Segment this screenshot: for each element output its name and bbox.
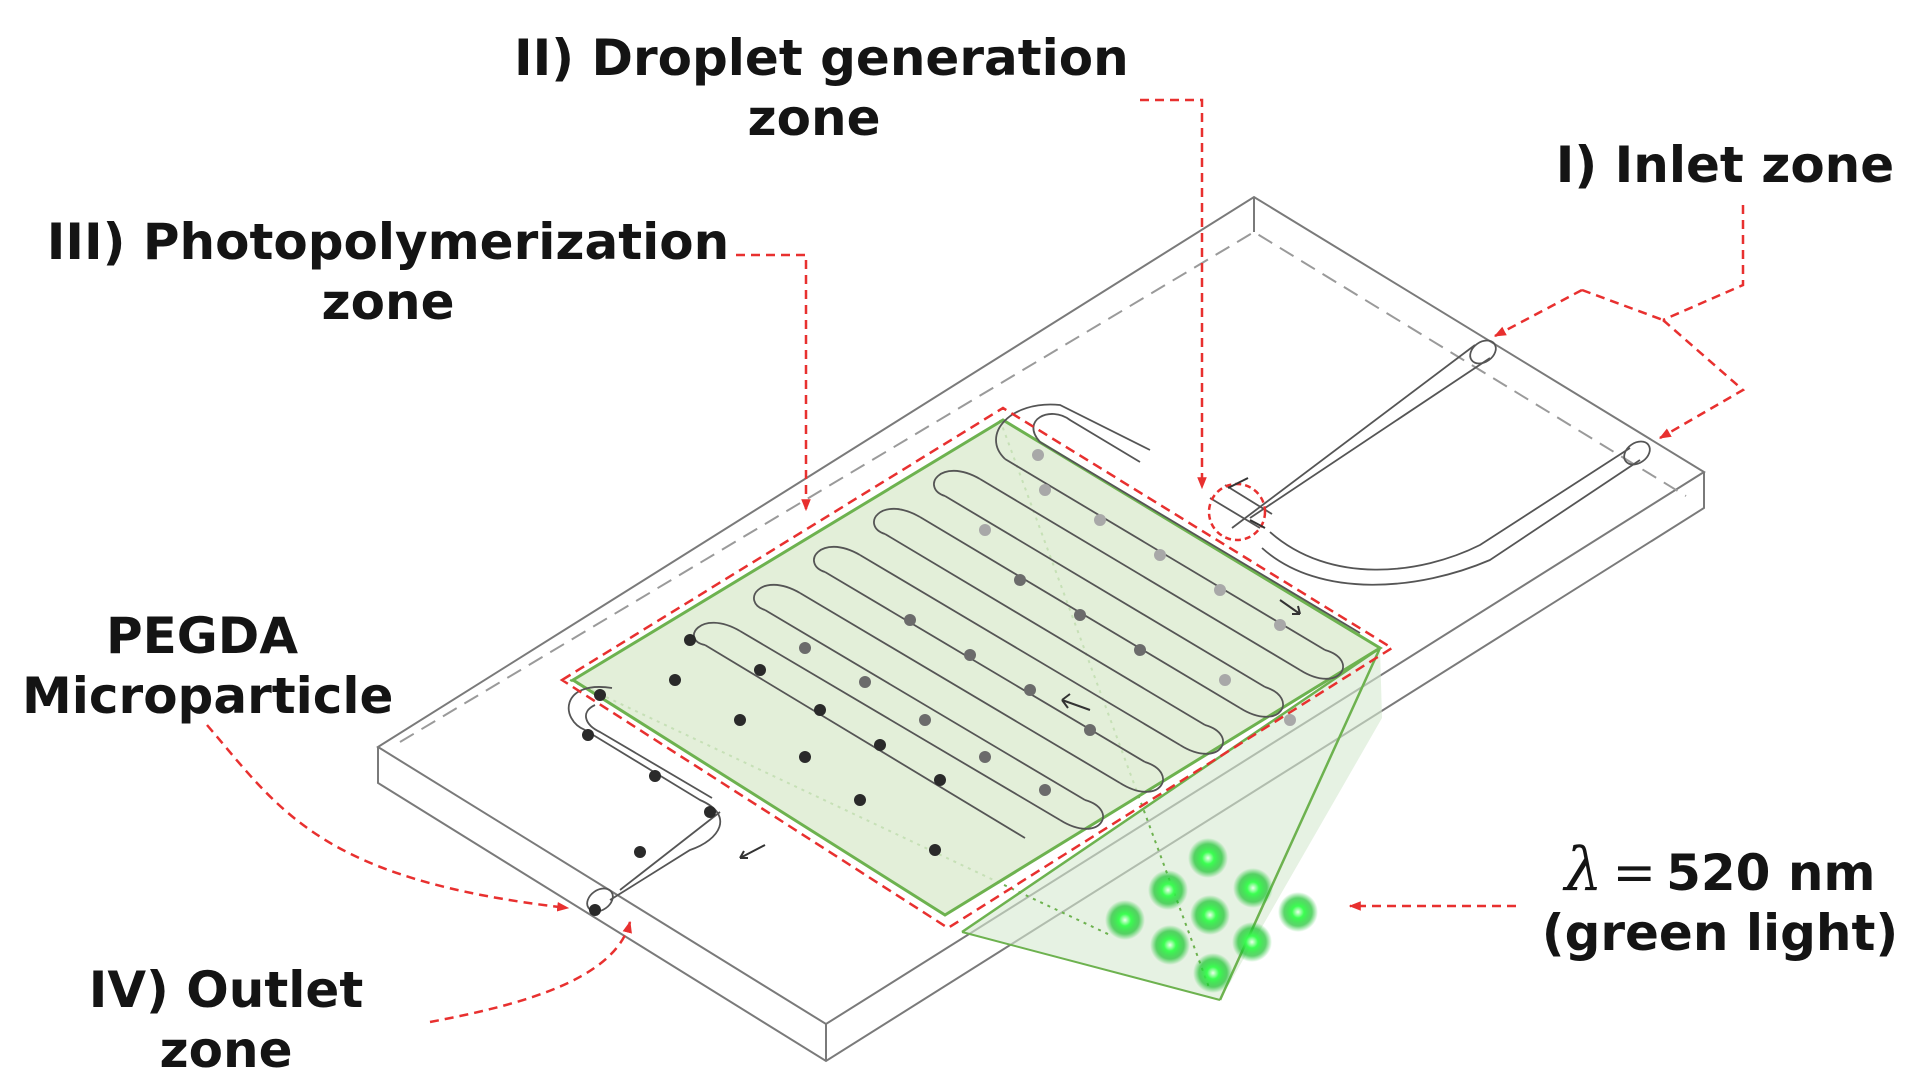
inlet-zone-label: I) Inlet zone [1555,136,1895,194]
wavelength-value: 520 nm [1666,844,1876,902]
dark-particles [582,634,946,916]
photopolymerization-zone-line1: III) Photopolymerization [46,213,730,271]
pegda-microparticle-label: PEGDA Microparticle [22,606,394,726]
green-light-line2: (green light) [1541,904,1899,962]
photopolymerization-zone-line2: zone [321,273,455,331]
outlet-zone-label: IV) Outlet zone [86,960,366,1080]
photopolymerization-area [570,418,1383,917]
photopolymerization-zone-label: III) Photopolymerization zone [38,212,738,332]
glowing-particles [1105,838,1318,993]
droplet-generation-zone-line1: II) Droplet generation [514,29,1129,87]
outlet-channel [568,686,722,913]
photopolymerization-zone-outline [559,406,1395,930]
flow-arrow-icon [739,477,1301,859]
pegda-microparticle-line1: PEGDA [105,607,299,665]
lambda-symbol: λ [1564,835,1603,905]
equals-sign: = [1612,843,1657,903]
green-light-label: λ=520 nm (green light) [1540,840,1900,963]
outlet-zone-line2: zone [159,1021,293,1079]
droplet-generation-zone-label: II) Droplet generation zone [514,28,1129,148]
pegda-microparticle-line2: Microparticle [22,667,394,725]
serpentine-channels [693,403,1361,839]
droplet-generation-zone-line2: zone [747,89,881,147]
outlet-zone-line1: IV) Outlet [88,961,364,1019]
medium-particles [799,574,1146,796]
leader-arrow-icon [206,98,1746,1024]
wavelength-line: λ=520 nm [1540,840,1900,903]
light-particles [979,449,1296,726]
